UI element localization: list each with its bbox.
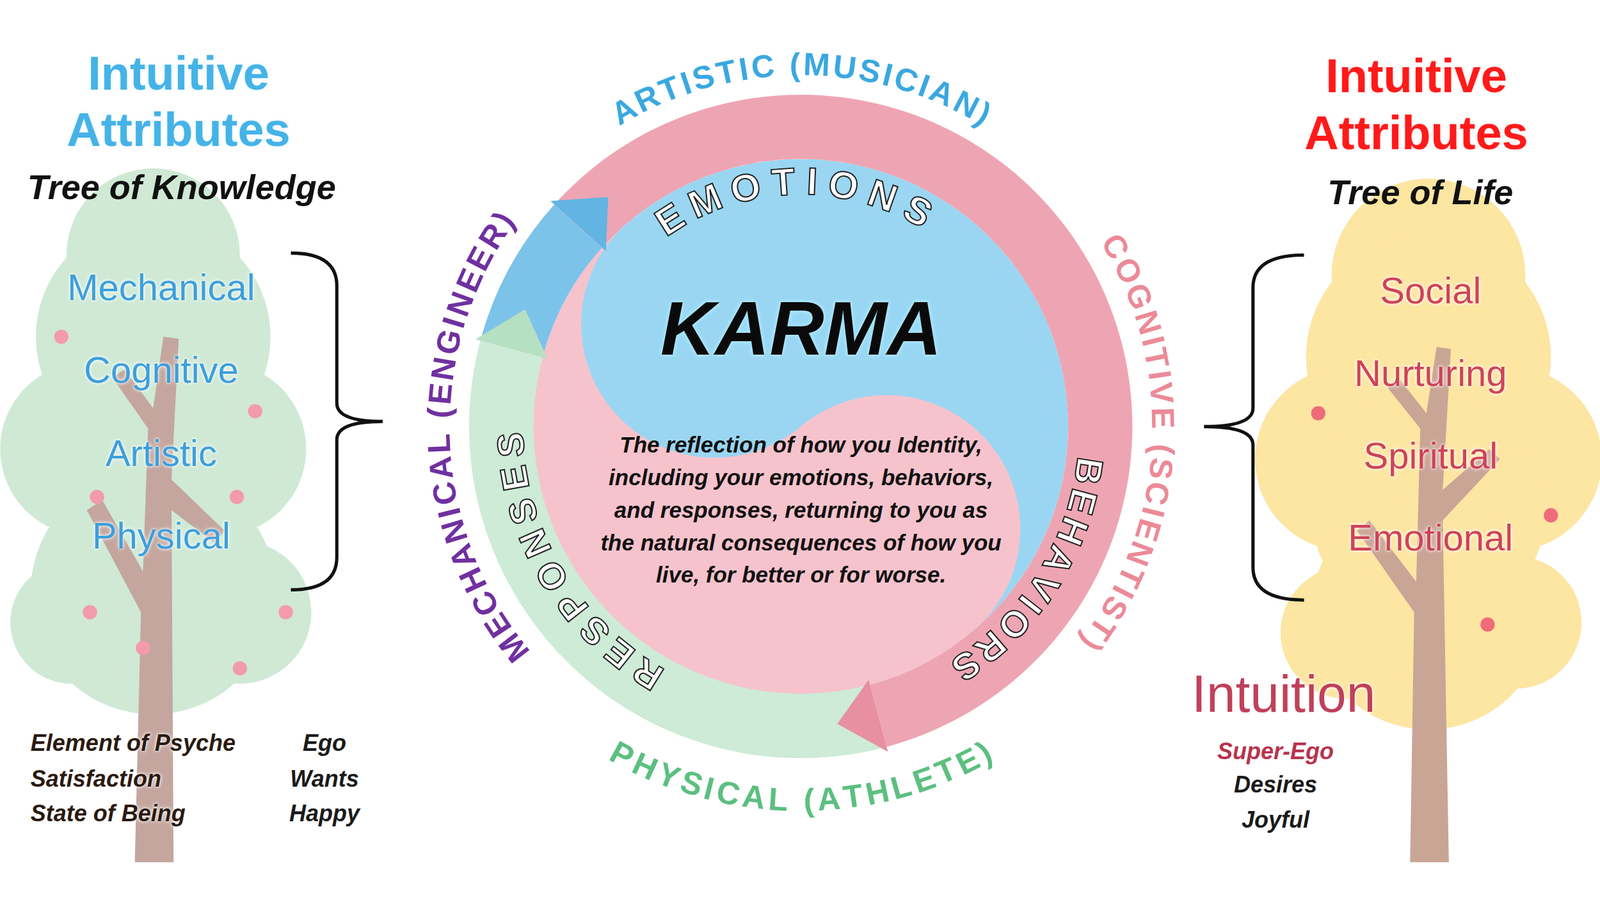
- letter: C: [426, 479, 463, 509]
- yin-yang: [469, 94, 1133, 758]
- karma-description: The reflection of how you Identity, incl…: [596, 428, 1006, 592]
- letter: (: [423, 407, 456, 420]
- tree-fruit: [54, 329, 69, 344]
- karma-disk: [469, 94, 1133, 758]
- tree-fruit: [248, 403, 263, 418]
- letter: [1146, 431, 1179, 441]
- attribute-label: Cognitive: [83, 348, 239, 392]
- tree-trunk: [1356, 346, 1500, 863]
- attribute-label: Mechanical: [67, 266, 255, 310]
- letter: V: [1144, 381, 1179, 406]
- intuition-label: Intuition: [1191, 663, 1376, 724]
- letter: L: [768, 782, 790, 816]
- attribute-label: Artistic: [105, 432, 217, 475]
- letter: (: [1146, 442, 1179, 456]
- karma-title: KARMA: [660, 285, 942, 373]
- tree-fruit: [135, 640, 150, 655]
- letter: (: [789, 48, 801, 80]
- letter: E: [423, 381, 457, 406]
- tree-panel: Intuitive AttributesTree of KnowledgeMec…: [0, 0, 388, 900]
- tree-fruit: [1311, 405, 1326, 420]
- tree-fruit: [90, 489, 105, 504]
- tree-canopy: [1448, 556, 1582, 689]
- letter: C: [713, 775, 743, 811]
- letter: U: [831, 49, 859, 85]
- tree-fruit: [1311, 405, 1559, 632]
- letter: N: [1129, 306, 1167, 338]
- psyche-label: Happy: [289, 800, 360, 827]
- letter: T: [713, 54, 740, 90]
- heading: Intuitive Attributes: [1248, 48, 1585, 162]
- curly-bracket: [291, 252, 383, 590]
- letter: A: [816, 782, 842, 816]
- attribute-label: Social: [1379, 269, 1481, 313]
- letter: G: [430, 325, 468, 358]
- letter: T: [1139, 344, 1175, 370]
- letter: I: [736, 52, 751, 86]
- attribute-label: Physical: [92, 514, 231, 558]
- attribute-label: Spiritual: [1363, 434, 1499, 478]
- letter: N: [425, 354, 461, 383]
- letter: S: [856, 53, 884, 89]
- karma-circle: KARMA The reflection of how you Identity,…: [469, 94, 1133, 758]
- attribute-label: Nurturing: [1354, 352, 1508, 395]
- cycle-band: [554, 94, 1133, 747]
- tree-fruit: [82, 604, 97, 619]
- tree-canopy: [10, 561, 133, 684]
- letter: C: [1139, 478, 1176, 508]
- tree-fruit: [1543, 508, 1558, 523]
- cycle-arrowhead: [837, 679, 889, 752]
- cycle-arrowhead: [551, 197, 609, 251]
- letter: T: [841, 778, 866, 814]
- subtitle: Tree of Knowledge: [27, 167, 336, 207]
- letter: [423, 421, 456, 431]
- heading: Intuitive Attributes: [10, 45, 347, 160]
- tree-fruit: [278, 604, 293, 619]
- letter: [791, 784, 801, 816]
- letter: H: [862, 773, 893, 810]
- psyche-label: Super-Ego: [1217, 737, 1334, 765]
- letter: (: [803, 784, 815, 816]
- tree-fruit: [232, 661, 248, 676]
- letter: C: [749, 49, 776, 84]
- psyche-label: Wants: [289, 765, 359, 792]
- psyche-label: Joyful: [1241, 806, 1310, 833]
- letter: I: [805, 162, 818, 202]
- cycle-arrowhead: [475, 309, 548, 360]
- yin-yang: [469, 94, 1133, 758]
- letter: M: [802, 48, 831, 82]
- psyche-label: Desires: [1233, 771, 1318, 798]
- tree-panel: Intuitive AttributesTree of LifeSocialNu…: [1173, 0, 1600, 900]
- psyche-label: Element of Psyche: [30, 729, 236, 756]
- curly-bracket: [1203, 255, 1304, 601]
- letter: [776, 48, 788, 82]
- tree-fruit: [1480, 616, 1495, 632]
- tree-fruit: [54, 329, 294, 676]
- tree-fruit: [229, 489, 244, 504]
- letter: L: [423, 432, 456, 454]
- psyche-label: Satisfaction: [30, 765, 162, 792]
- letter: T: [770, 162, 797, 203]
- tree-canopy: [168, 540, 312, 684]
- letter: E: [1146, 406, 1180, 429]
- letter: A: [740, 779, 768, 815]
- psyche-label: Ego: [302, 729, 347, 756]
- attribute-label: Emotional: [1347, 516, 1513, 560]
- letter: S: [491, 431, 530, 459]
- letter: A: [423, 454, 459, 482]
- subtitle: Tree of Life: [1327, 172, 1513, 212]
- letter: S: [1143, 455, 1179, 481]
- letter: I: [1143, 368, 1176, 383]
- psyche-label: State of Being: [30, 800, 186, 827]
